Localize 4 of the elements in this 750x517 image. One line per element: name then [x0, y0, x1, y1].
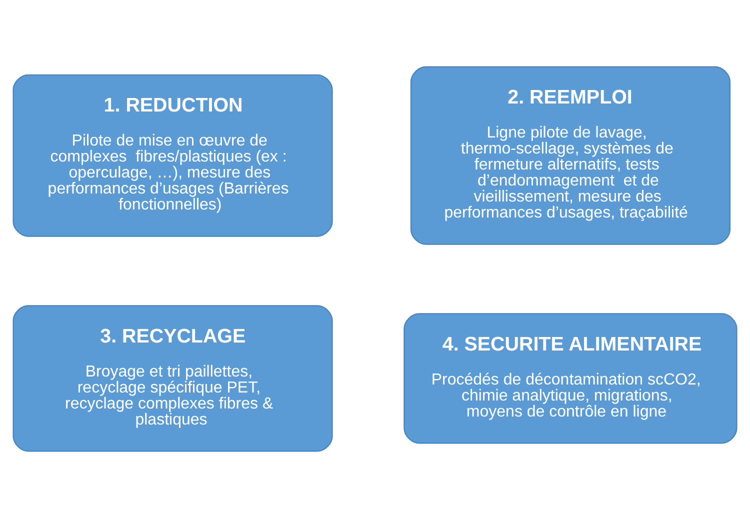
- node-box: 1. REDUCTION Pilote de mise en œuvre de complexes fibres/plastiques (ex : operculage, …), mesure des performances d’usages (Barrières fonctionnelles): [12, 74, 333, 236]
- node-box: 4. SECURITE ALIMENTAIRE Procédés de décontamination scCO2, chimie analytique, migrations, moyens de contrôle en ligne: [404, 312, 738, 444]
- node-box: 3. RECYCLAGE Broyage et tri paillettes, recyclage spécifique PET, recyclage complexes fibres & plastiques: [12, 304, 333, 452]
- node-box: 2. REEMPLOI Ligne pilote de lavage, thermo-scellage, systèmes de fermeture alternatifs, tests d’endommagement et de vieillissement, mesure des performances d’usages, traçabilité: [410, 66, 731, 244]
